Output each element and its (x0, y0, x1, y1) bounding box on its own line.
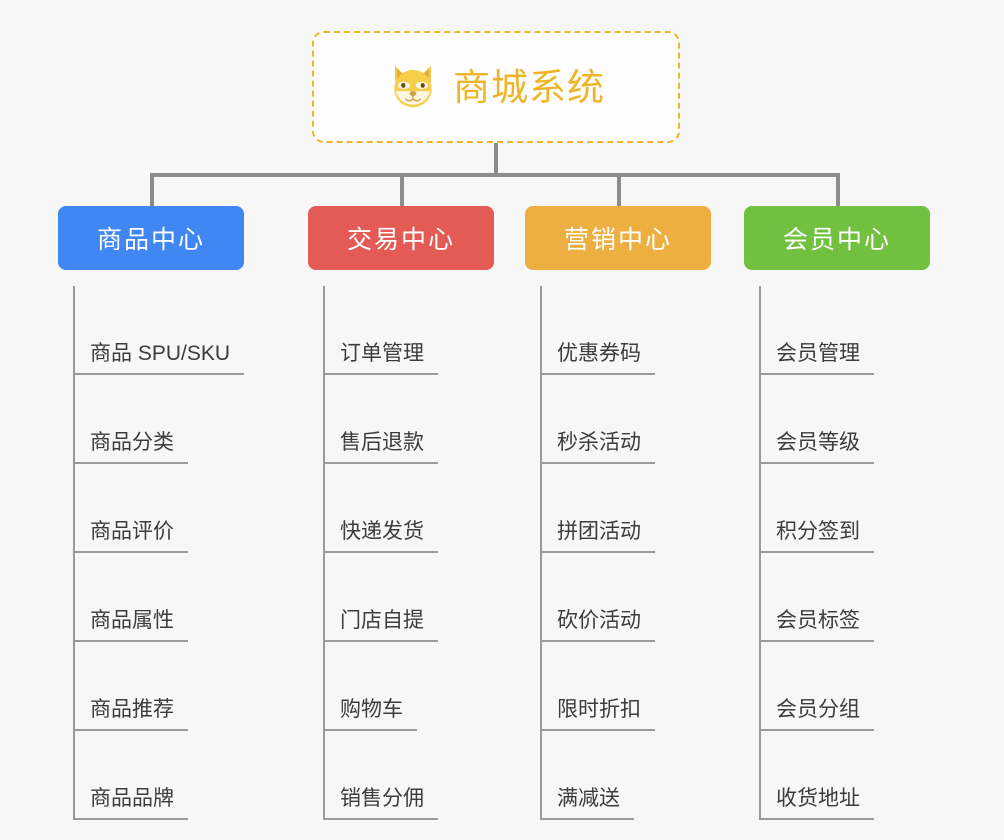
leaf-label: 销售分佣 (324, 787, 438, 820)
connector-drop-4 (836, 173, 840, 208)
list-item[interactable]: 商品推荐 (74, 642, 244, 731)
list-item[interactable]: 秒杀活动 (541, 375, 711, 464)
connector-trunk (494, 143, 498, 176)
list-item[interactable]: 商品品牌 (74, 731, 244, 820)
list-item[interactable]: 拼团活动 (541, 464, 711, 553)
root-node[interactable]: 商城系统 (312, 31, 680, 143)
leaf-label: 订单管理 (324, 342, 438, 375)
list-item[interactable]: 会员等级 (760, 375, 930, 464)
leaf-label: 拼团活动 (541, 520, 655, 553)
connector-drop-2 (400, 173, 404, 208)
leaf-label: 商品属性 (74, 609, 188, 642)
leaf-spine (540, 286, 542, 820)
list-item[interactable]: 商品评价 (74, 464, 244, 553)
list-item[interactable]: 购物车 (324, 642, 494, 731)
list-item[interactable]: 积分签到 (760, 464, 930, 553)
leaf-label: 限时折扣 (541, 698, 655, 731)
leaf-list: 订单管理 售后退款 快递发货 门店自提 购物车 销售分佣 (308, 286, 494, 820)
leaf-label: 会员标签 (760, 609, 874, 642)
leaf-spine (759, 286, 761, 820)
leaf-label: 商品品牌 (74, 787, 188, 820)
connector-drop-1 (150, 173, 154, 208)
list-item[interactable]: 订单管理 (324, 286, 494, 375)
category-header[interactable]: 商品中心 (58, 206, 244, 270)
list-item[interactable]: 快递发货 (324, 464, 494, 553)
category-header[interactable]: 营销中心 (525, 206, 711, 270)
list-item[interactable]: 会员分组 (760, 642, 930, 731)
list-item[interactable]: 会员管理 (760, 286, 930, 375)
leaf-label: 快递发货 (324, 520, 438, 553)
leaf-label: 门店自提 (324, 609, 438, 642)
category-header[interactable]: 交易中心 (308, 206, 494, 270)
list-item[interactable]: 优惠券码 (541, 286, 711, 375)
category-label: 商品中心 (96, 226, 205, 254)
connector-bus (150, 173, 840, 177)
list-item[interactable]: 砍价活动 (541, 553, 711, 642)
leaf-list: 会员管理 会员等级 积分签到 会员标签 会员分组 收货地址 (744, 286, 930, 820)
list-item[interactable]: 商品属性 (74, 553, 244, 642)
branch-trade-center: 交易中心 订单管理 售后退款 快递发货 门店自提 购物车 销售分佣 (308, 206, 494, 820)
leaf-label: 满减送 (541, 787, 634, 820)
leaf-list: 商品 SPU/SKU 商品分类 商品评价 商品属性 商品推荐 商品品牌 (58, 286, 245, 820)
category-label: 营销中心 (563, 226, 672, 254)
leaf-label: 收货地址 (760, 787, 874, 820)
leaf-spine (73, 286, 75, 820)
list-item[interactable]: 限时折扣 (541, 642, 711, 731)
leaf-label: 购物车 (324, 698, 417, 731)
category-label: 交易中心 (346, 226, 455, 254)
leaf-label: 商品 SPU/SKU (74, 342, 245, 375)
leaf-label: 砍价活动 (541, 609, 655, 642)
leaf-spine (323, 286, 325, 820)
leaf-label: 商品分类 (74, 431, 188, 464)
branch-marketing-center: 营销中心 优惠券码 秒杀活动 拼团活动 砍价活动 限时折扣 满减送 (525, 206, 711, 820)
root-title: 商城系统 (453, 66, 605, 108)
category-label: 会员中心 (782, 226, 891, 254)
branch-product-center: 商品中心 商品 SPU/SKU 商品分类 商品评价 商品属性 商品推荐 商品品牌 (58, 206, 245, 820)
leaf-label: 商品推荐 (74, 698, 188, 731)
leaf-label: 会员管理 (760, 342, 874, 375)
list-item[interactable]: 售后退款 (324, 375, 494, 464)
leaf-label: 积分签到 (760, 520, 874, 553)
leaf-label: 秒杀活动 (541, 431, 655, 464)
leaf-label: 会员等级 (760, 431, 874, 464)
list-item[interactable]: 商品 SPU/SKU (74, 286, 245, 375)
dog-face-icon (387, 61, 439, 113)
list-item[interactable]: 销售分佣 (324, 731, 494, 820)
category-header[interactable]: 会员中心 (744, 206, 930, 270)
leaf-label: 会员分组 (760, 698, 874, 731)
branch-member-center: 会员中心 会员管理 会员等级 积分签到 会员标签 会员分组 收货地址 (744, 206, 930, 820)
list-item[interactable]: 商品分类 (74, 375, 244, 464)
list-item[interactable]: 满减送 (541, 731, 711, 820)
list-item[interactable]: 门店自提 (324, 553, 494, 642)
connector-drop-3 (617, 173, 621, 208)
list-item[interactable]: 收货地址 (760, 731, 930, 820)
leaf-label: 售后退款 (324, 431, 438, 464)
leaf-list: 优惠券码 秒杀活动 拼团活动 砍价活动 限时折扣 满减送 (525, 286, 711, 820)
leaf-label: 商品评价 (74, 520, 188, 553)
list-item[interactable]: 会员标签 (760, 553, 930, 642)
leaf-label: 优惠券码 (541, 342, 655, 375)
